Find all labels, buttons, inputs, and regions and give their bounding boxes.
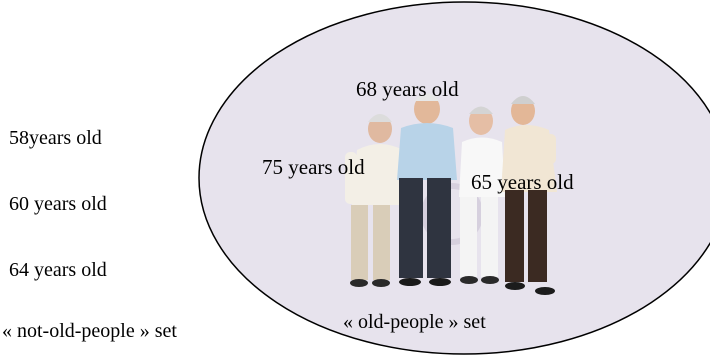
inside-age-68: 68 years old (356, 78, 459, 100)
outside-age-64: 64 years old (9, 259, 107, 281)
inside-age-75: 75 years old (262, 156, 365, 178)
outside-age-58: 58years old (9, 127, 102, 149)
inside-age-65: 65 years old (471, 171, 574, 193)
outside-age-60: 60 years old (9, 193, 107, 215)
not-old-people-set-label: « not-old-people » set (2, 320, 177, 342)
old-people-set-label: « old-people » set (343, 311, 486, 333)
